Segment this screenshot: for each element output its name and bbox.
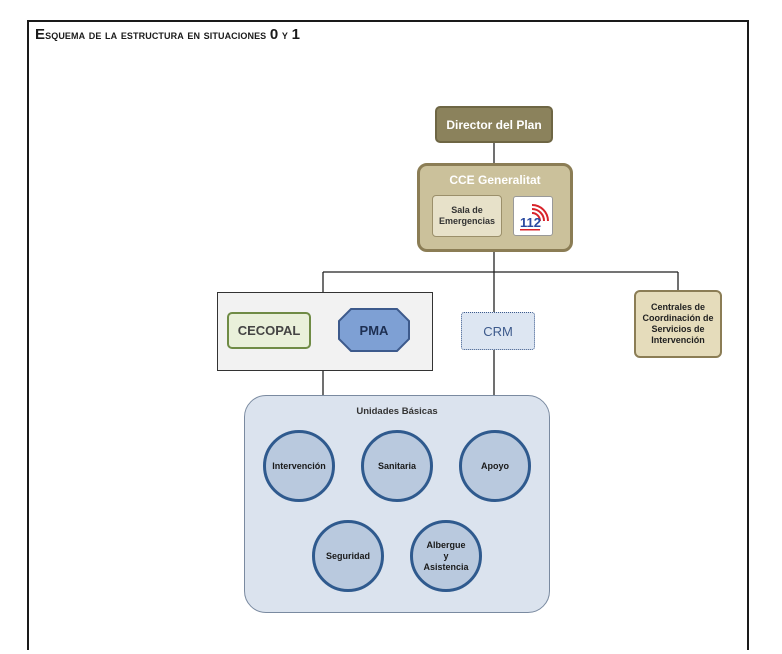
unit-label: Apoyo <box>481 461 509 471</box>
cecopal-label: CECOPAL <box>237 323 301 338</box>
crm-label: CRM <box>483 323 513 339</box>
cce-node: CCE Generalitat Sala de Emergencias 112 <box>417 163 573 252</box>
pma-node <box>338 308 410 352</box>
unit-label: Intervención <box>272 461 326 471</box>
centrales-label: Centrales de Coordinación de Servicios d… <box>642 302 714 345</box>
sala-label: Sala de Emergencias <box>438 205 496 226</box>
centrales-node: Centrales de Coordinación de Servicios d… <box>634 290 722 358</box>
unit-label: Albergue y Asistencia <box>423 539 469 572</box>
unit-label: Seguridad <box>325 551 370 561</box>
unit-circle-seguridad: Seguridad <box>312 520 384 592</box>
director-label: Director del Plan <box>446 117 542 132</box>
logo-112-icon: 112 <box>520 204 549 231</box>
unidades-node: Unidades Básicas <box>244 395 550 613</box>
unit-circle-albergue: Albergue y Asistencia <box>410 520 482 592</box>
cce-label: CCE Generalitat <box>449 173 541 187</box>
sala-node: Sala de Emergencias <box>432 195 502 237</box>
crm-node: CRM <box>461 312 535 350</box>
unit-circle-intervencion: Intervención <box>263 430 335 502</box>
unit-circle-sanitaria: Sanitaria <box>361 430 433 502</box>
unidades-title: Unidades Básicas <box>356 406 438 417</box>
director-node: Director del Plan <box>435 106 553 143</box>
cecopal-node: CECOPAL <box>227 312 311 349</box>
logo-112: 112 <box>513 196 553 236</box>
diagram-frame <box>27 20 749 650</box>
pma-label-wrap: PMA <box>338 308 410 352</box>
page-title: Esquema de la estructura en situaciones … <box>35 26 301 43</box>
pma-label: PMA <box>359 322 389 338</box>
logo-112-text: 112 <box>520 215 541 230</box>
unit-circle-apoyo: Apoyo <box>459 430 531 502</box>
unit-label: Sanitaria <box>377 461 417 471</box>
